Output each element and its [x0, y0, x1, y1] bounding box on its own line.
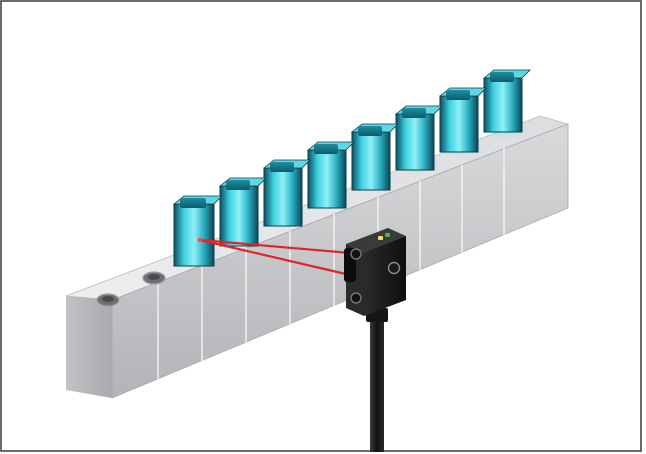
- sensor-front-face: [364, 236, 406, 316]
- vial: [258, 159, 311, 228]
- mounting-hole-inner: [102, 296, 114, 302]
- vial: [478, 69, 531, 140]
- receiver-beam: [199, 238, 351, 277]
- rack-segment-seams: [157, 148, 505, 379]
- vial: [214, 177, 267, 247]
- sensor-led-red: [385, 233, 390, 237]
- adjust-screw: [387, 261, 401, 275]
- sensor-cable: [370, 312, 384, 452]
- mounting-hole-inner: [148, 274, 160, 280]
- sensor-top-face: [346, 228, 406, 252]
- vial: [434, 87, 487, 158]
- vial: [390, 105, 443, 175]
- vial: [302, 141, 355, 210]
- vial: [346, 123, 399, 193]
- emitter-beam: [199, 238, 351, 255]
- mounting-hole: [350, 292, 362, 304]
- mounting-hole: [350, 248, 362, 260]
- rack-end-face: [66, 296, 112, 398]
- beam-spot: [197, 237, 203, 243]
- rack-front-face: [111, 123, 569, 399]
- vial-detected: [168, 195, 224, 267]
- vials: [168, 69, 531, 267]
- laser-beams: [197, 237, 351, 277]
- photoelectric-sensor: [344, 228, 406, 452]
- sensor-led-green: [378, 236, 383, 240]
